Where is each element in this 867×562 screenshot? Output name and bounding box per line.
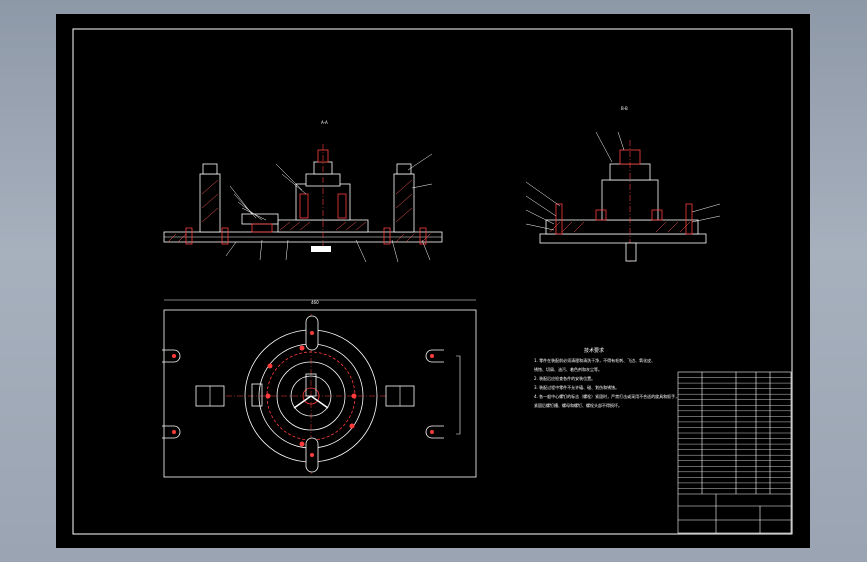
cad-drawing: A-A — [72, 28, 793, 535]
technical-notes: 技术要求 1. 零件在装配前必须清理和清洗干净，不得有毛刺、飞边、氧化皮、 锈蚀… — [534, 347, 679, 408]
front-clamp — [241, 213, 279, 225]
title-block — [677, 371, 792, 534]
inner-frame — [72, 28, 793, 535]
notes-line-6: 紧固后螺钉槽、螺母和螺钉、螺栓头部不得损坏。 — [534, 402, 622, 408]
front-view: A-A — [163, 120, 443, 263]
notes-line-2: 锈蚀、切屑、油污、着色剂和灰尘等。 — [534, 366, 602, 372]
front-view-label: A-A — [321, 120, 328, 125]
notes-line-4: 3. 装配过程中零件不允许磕、碰、划伤和锈蚀。 — [534, 384, 619, 390]
top-view: 460 — [162, 299, 477, 478]
notes-line-5: 4. 各一般中心螺钉的标志（螺栓）紧固时，严禁打击或采用不合适的旋具和扳手， — [534, 393, 679, 399]
side-view: B-B — [525, 106, 721, 262]
side-view-label: B-B — [621, 106, 628, 111]
front-right-post — [393, 173, 415, 233]
side-base-plate — [539, 233, 707, 244]
notes-title: 技术要求 — [584, 347, 604, 354]
notes-line-1: 1. 零件在装配前必须清理和清洗干净，不得有毛刺、飞边、氧化皮、 — [534, 357, 655, 363]
drawing-sheet: A-A — [56, 14, 810, 548]
side-middle-plate — [545, 219, 699, 235]
notes-line-3: 2. 装配后应检查各件的安装位置。 — [534, 375, 595, 381]
top-view-dimension: 460 — [311, 300, 319, 305]
front-left-post — [199, 173, 221, 233]
